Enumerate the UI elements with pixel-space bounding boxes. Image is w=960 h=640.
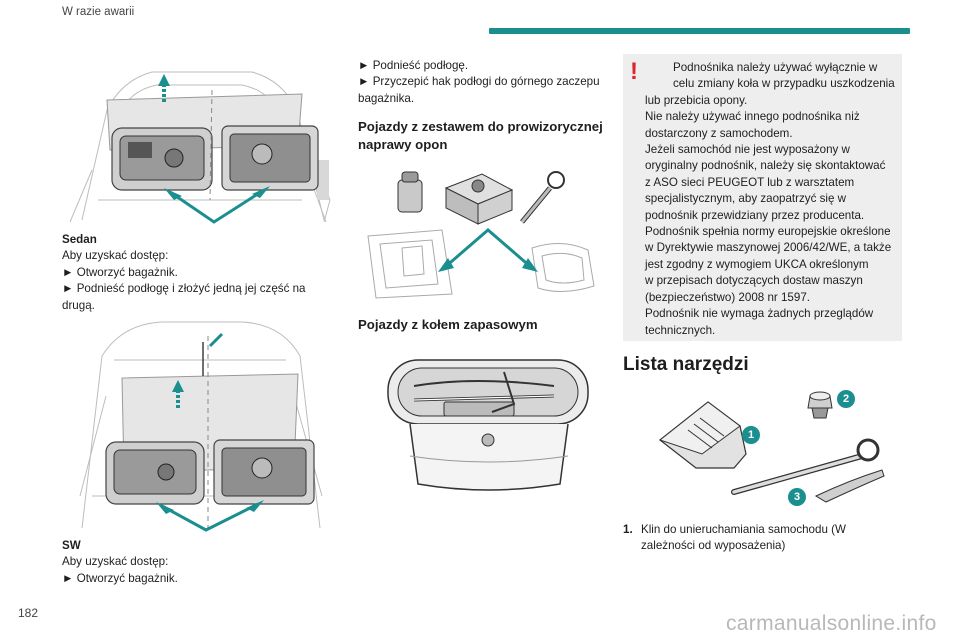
sw-title: SW <box>62 539 81 552</box>
repair-kit-illustration <box>367 171 595 299</box>
warning-line: Podnośnik nie wymaga żadnych przeglądów <box>645 307 874 321</box>
running-header: W razie awarii <box>62 6 135 18</box>
warning-line: oryginalny podnośnik, należy się skontak… <box>645 159 886 173</box>
sw-section: SW Aby uzyskać dostęp: ► Otworzyć bagażn… <box>62 538 342 587</box>
page-number: 182 <box>18 606 39 620</box>
warning-line: z ASO sieci PEUGEOT lub z warsztatem <box>645 175 855 189</box>
list-line: Klin do unieruchamiania samochodu (W <box>641 523 846 536</box>
warning-line: jest zgodny z wymogiem UKCA określonym <box>645 257 869 271</box>
sedan-line: ► Podnieść podłogę i złożyć jedną jej cz… <box>62 282 306 296</box>
sw-line: Aby uzyskać dostęp: <box>62 555 169 569</box>
warning-line: podnośnik przewidziany przez producenta. <box>645 208 865 222</box>
repair-kit-heading: Pojazdy z zestawem do prowizorycznej nap… <box>358 119 603 152</box>
instruction-line: bagażnika. <box>358 91 415 105</box>
warning-line: Nie należy używać innego podnośnika niż <box>645 110 860 124</box>
instruction-line: ► Podnieść podłogę. <box>358 59 469 72</box>
warning-line: (bezpieczeństwo) 2008 nr 1597. <box>645 290 810 304</box>
warning-line: w przepisach dotyczących dostaw maszyn <box>645 274 863 288</box>
sw-trunk-illustration <box>79 321 323 532</box>
list-number: 1. <box>623 523 633 536</box>
warning-line: lub przebicia opony. <box>645 93 748 107</box>
callout-3: 3 <box>788 488 806 506</box>
instruction-line: ► Przyczepić hak podłogi do górnego zacz… <box>358 75 600 89</box>
warning-line: celu zmiany koła w przypadku uszkodzenia <box>673 77 895 91</box>
tools-list-item: 1. Klin do unieruchamiania samochodu (W … <box>623 522 903 555</box>
sedan-section: Sedan Aby uzyskać dostęp: ► Otworzyć bag… <box>62 232 342 314</box>
callout-2: 2 <box>837 390 855 408</box>
spare-wheel-heading: Pojazdy z kołem zapasowym <box>358 317 538 332</box>
sedan-line: drugą. <box>62 298 95 312</box>
warning-exclamation-icon: ! <box>630 58 638 85</box>
warning-line: technicznych. <box>645 323 716 337</box>
sedan-trunk-illustration <box>69 71 331 224</box>
warning-line: specjalistycznym, aby zaopatrzyć się w <box>645 192 847 206</box>
warning-line: Podnośnika należy używać wyłącznie w <box>673 61 878 74</box>
sedan-line: Aby uzyskać dostęp: <box>62 249 169 263</box>
list-line: zależności od wyposażenia) <box>641 539 786 553</box>
header-accent-bar <box>489 28 910 34</box>
warning-line: Jeżeli samochód nie jest wyposażony w <box>645 143 850 157</box>
spare-wheel-illustration <box>387 359 589 491</box>
warning-line: Podnośnik spełnia normy europejskie okre… <box>645 225 891 239</box>
warning-text: Podnośnika należy używać wyłącznie w cel… <box>645 60 899 339</box>
site-watermark: carmanualsonline.info <box>726 612 937 635</box>
warning-line: w Dyrektywie maszynowej 2006/42/WE, a ta… <box>645 241 892 255</box>
floor-instructions: ► Podnieść podłogę. ► Przyczepić hak pod… <box>358 58 608 107</box>
callout-1: 1 <box>742 426 760 444</box>
warning-box: ! Podnośnika należy używać wyłącznie w c… <box>623 54 902 341</box>
sedan-title: Sedan <box>62 233 97 246</box>
tools-illustration <box>658 391 885 503</box>
sedan-line: ► Otworzyć bagażnik. <box>62 265 178 279</box>
warning-line: dostarczony z samochodem. <box>645 126 793 140</box>
sw-line: ► Otworzyć bagażnik. <box>62 571 178 585</box>
tools-heading: Lista narzędzi <box>623 354 749 375</box>
